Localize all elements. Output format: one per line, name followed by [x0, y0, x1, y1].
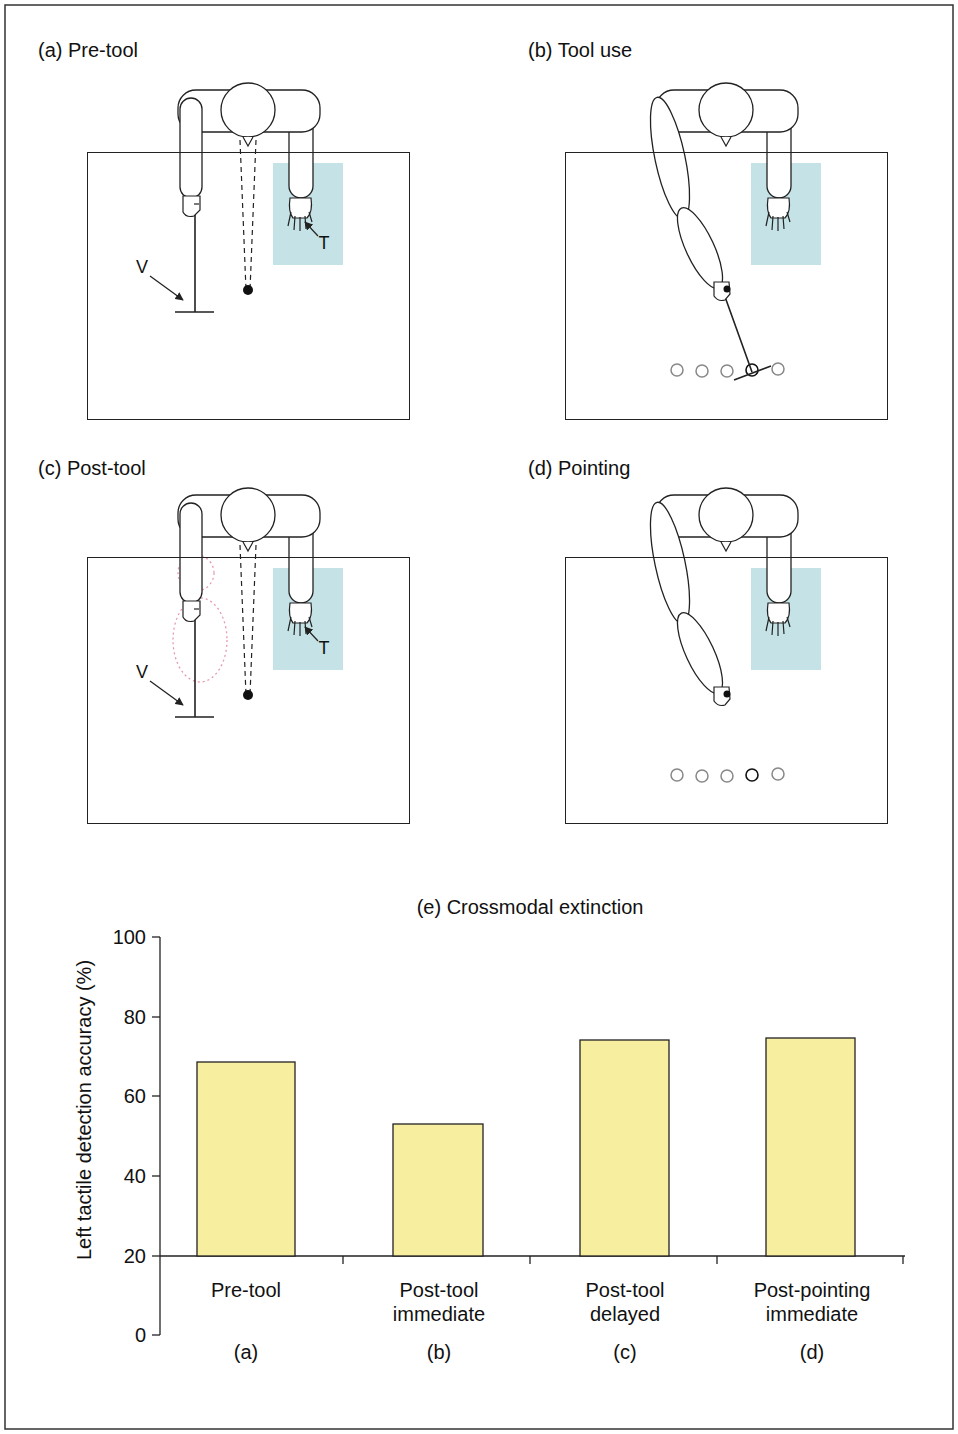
chart-title: (e) Crossmodal extinction	[417, 895, 644, 919]
category-label: Post-pointing immediate	[725, 1278, 900, 1326]
tick-label: 40	[124, 1164, 146, 1188]
panel-heading: (c) Post-tool	[38, 457, 146, 480]
category-letter: (a)	[234, 1340, 258, 1364]
tick-label: 20	[124, 1244, 146, 1268]
figure-pointing	[642, 488, 821, 782]
stimulus-label: T	[319, 233, 330, 255]
panel-heading: (b) Tool use	[528, 39, 632, 62]
category-label: Pre-tool	[171, 1278, 321, 1302]
panel-frame: (c) Post-tool	[87, 557, 410, 824]
category-letter: (d)	[800, 1340, 824, 1364]
panel-heading: (a) Pre-tool	[38, 39, 138, 62]
tick-label: 100	[113, 925, 146, 949]
tick-label: 0	[135, 1323, 146, 1347]
stimulus-label: V	[136, 257, 148, 279]
tick-label: 80	[124, 1005, 146, 1029]
category-label: Post-tool immediate	[374, 1278, 504, 1326]
figure-pre-tool	[150, 83, 343, 312]
axis-title: Left tactile detection accuracy (%)	[72, 960, 96, 1260]
bar-chart	[152, 937, 905, 1335]
outer-frame	[5, 5, 953, 1429]
tick-label: 60	[124, 1084, 146, 1108]
figure-tool-use	[642, 83, 821, 380]
panel-frame: (b) Tool use	[565, 152, 888, 420]
category-letter: (c)	[613, 1340, 636, 1364]
panel-frame: (a) Pre-tool	[87, 152, 410, 420]
stimulus-label: V	[136, 662, 148, 684]
stimulus-label: T	[319, 638, 330, 660]
panel-heading: (d) Pointing	[528, 457, 630, 480]
category-label: Post-tool delayed	[560, 1278, 690, 1326]
category-letter: (b)	[427, 1340, 451, 1364]
figure-post-tool	[150, 488, 343, 717]
panel-frame: (d) Pointing	[565, 557, 888, 824]
